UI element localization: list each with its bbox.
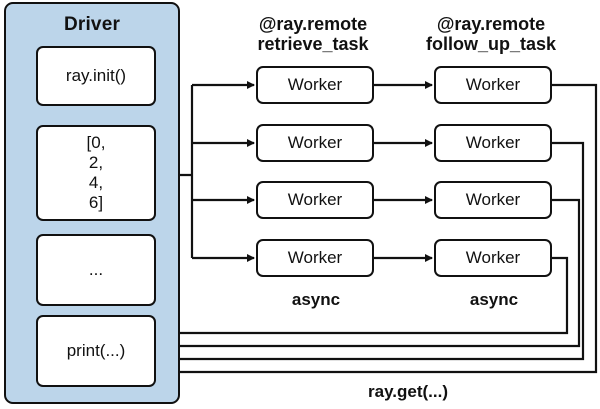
follow-up-worker-1: Worker: [434, 66, 552, 104]
list-item: 4,: [88, 173, 104, 192]
follow-up-function-name: follow_up_task: [425, 34, 557, 54]
return-line-3: [156, 198, 581, 350]
follow-up-worker-3: Worker: [434, 181, 552, 219]
retrieve-worker-1: Worker: [256, 66, 374, 104]
input-list-box: [0, 2, 4, 6]: [36, 125, 156, 221]
follow-up-decorator: @ray.remote: [436, 14, 546, 34]
driver-title: Driver: [63, 14, 121, 35]
follow-up-worker-4: Worker: [434, 239, 552, 277]
ray-init-label: ray.init(): [65, 66, 127, 85]
ray-get-label: ray.get(...): [368, 382, 448, 401]
ellipsis-label: ...: [88, 260, 104, 279]
list-item: 2,: [88, 153, 104, 172]
print-box: print(...): [36, 315, 156, 387]
return-line-2: [156, 141, 585, 363]
retrieve-function-name: retrieve_task: [257, 34, 369, 54]
list-item: 6]: [88, 193, 104, 212]
retrieve-worker-4: Worker: [256, 239, 374, 277]
retrieve-worker-3: Worker: [256, 181, 374, 219]
return-line-1: [156, 83, 598, 376]
retrieve-decorator: @ray.remote: [258, 14, 368, 34]
follow-up-task-header: @ray.remote follow_up_task: [420, 14, 562, 54]
driver-panel: Driver ray.init() [0, 2, 4, 6] ... print…: [4, 2, 180, 404]
retrieve-async-label: async: [291, 290, 341, 309]
ellipsis-box: ...: [36, 234, 156, 306]
print-label: print(...): [66, 341, 126, 360]
retrieve-task-header: @ray.remote retrieve_task: [242, 14, 384, 54]
retrieve-worker-2: Worker: [256, 124, 374, 162]
ray-init-box: ray.init(): [36, 46, 156, 106]
follow-up-async-label: async: [469, 290, 519, 309]
return-line-4: [156, 256, 569, 337]
list-item: [0,: [86, 133, 106, 152]
follow-up-worker-2: Worker: [434, 124, 552, 162]
